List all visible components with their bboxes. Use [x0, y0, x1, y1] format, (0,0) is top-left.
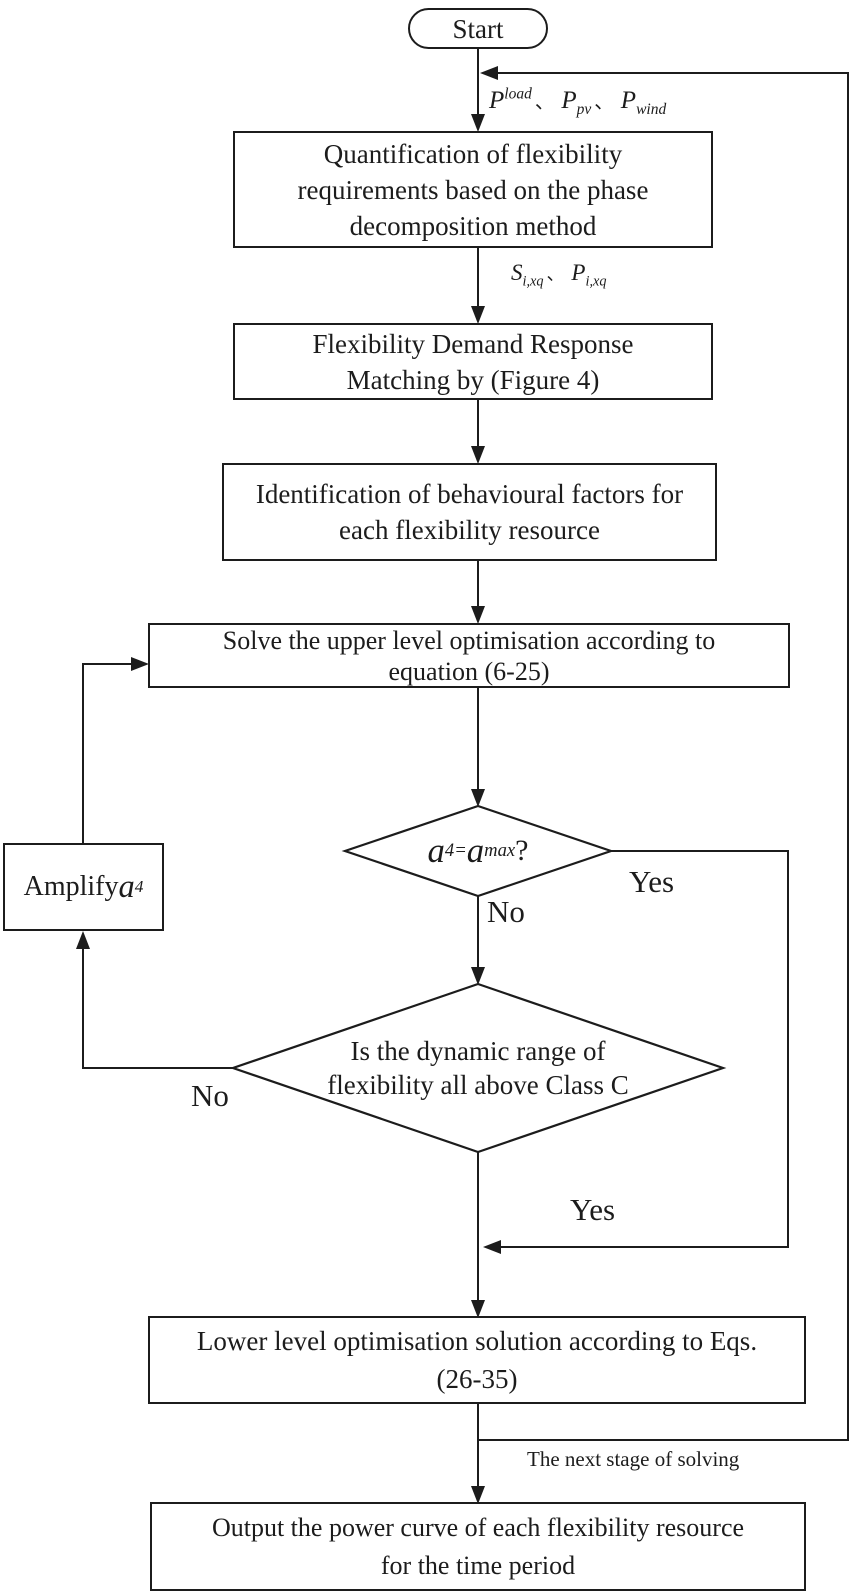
- edge-identification-to-upper-level: [471, 561, 485, 624]
- node-output: Output the power curve of each flexibili…: [150, 1502, 806, 1591]
- node-lower-level: Lower level optimisation solution accord…: [148, 1316, 806, 1404]
- node-upper-level: Solve the upper level optimisation accor…: [148, 623, 790, 688]
- edge-decision-a4-yes-loop: [483, 850, 789, 1254]
- edge-label-next-stage: The next stage of solving: [527, 1447, 740, 1471]
- node-start: Start: [408, 8, 548, 49]
- edge-label-decision-a4-yes: Yes: [629, 864, 675, 899]
- node-decision-range-label: Is the dynamic range of flexibility all …: [327, 1036, 629, 1100]
- edge-decision-a4-no-to-decision-range: [471, 896, 485, 985]
- edge-start-to-quantification: [471, 48, 485, 132]
- node-identification: Identification of behavioural factors fo…: [222, 463, 717, 561]
- edge-label-decision-range-no: No: [191, 1078, 229, 1113]
- edge-quantification-to-matching: [471, 248, 485, 324]
- edge-decision-range-no-to-amplify: [76, 931, 233, 1069]
- edge-decision-range-yes-to-lower-level: [471, 1152, 485, 1318]
- edge-label-decision-a4-no: No: [487, 894, 525, 929]
- edge-lower-level-to-output: [471, 1403, 485, 1504]
- edge-label-inputs: Pload、Ppv、Pwind: [489, 85, 667, 118]
- edge-label-decision-range-yes: Yes: [570, 1192, 616, 1227]
- node-matching: Flexibility Demand Response Matching by …: [233, 323, 713, 400]
- decision-a4-diamond: [341, 804, 615, 898]
- edge-amplify-to-upper-level: [82, 657, 149, 845]
- node-quantification: Quantification of flexibility requiremen…: [233, 131, 713, 248]
- edge-upper-level-to-decision-a4: [471, 687, 485, 807]
- start-label: Start: [452, 13, 504, 44]
- edge-label-phase-outputs: Si,xq、Pi,xq: [511, 260, 607, 290]
- edge-feedback-loop-to-start: [478, 66, 849, 1441]
- edge-matching-to-identification: [471, 400, 485, 464]
- decision-range-diamond: [229, 982, 727, 1154]
